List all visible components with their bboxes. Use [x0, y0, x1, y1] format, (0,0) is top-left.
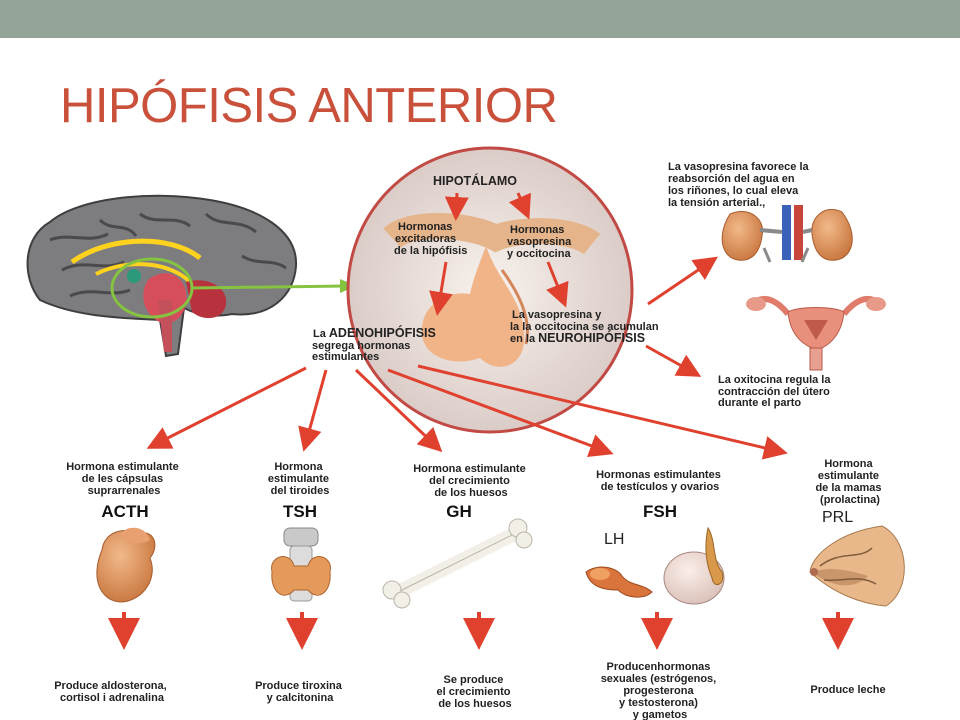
bone-icon [382, 518, 533, 609]
arrow-to-gh [354, 368, 443, 453]
target-gh: Hormona estimulante del crecimiento de l… [382, 463, 533, 710]
arrow-to-neuro [546, 261, 569, 308]
target-abbr: ACTH [101, 502, 148, 521]
target-tsh: Hormona estimulante del tiroides TSH Pro… [255, 461, 345, 704]
target-product: Produce tiroxina y calcitonina [255, 680, 345, 704]
target-caption: Hormona estimulante de la mamas (prolact… [815, 458, 884, 506]
target-acth: Hormona estimulante de les cápsulas supr… [54, 461, 182, 704]
target-abbr: GH [446, 502, 472, 521]
arrow-to-tsh [298, 369, 328, 452]
zoom-connector [191, 284, 347, 290]
gonads-icon [585, 526, 725, 605]
target-product: Produce aldosterona, cortisol i adrenali… [54, 680, 170, 704]
arrow-hypothalamus-right [508, 192, 531, 220]
top-bar [0, 0, 960, 38]
slide-title: HIPÓFISIS ANTERIOR [60, 79, 558, 133]
hypothalamus-label: HIPOTÁLAMO [433, 173, 517, 188]
arrow-to-uterus [645, 344, 702, 377]
uterus-icon [746, 296, 886, 371]
vasopressin-hormones-text: Hormonas vasopresina y occitocina [507, 224, 574, 260]
adrenal-icon [96, 527, 156, 603]
prl-label: PRL [822, 509, 853, 526]
arrow-hypothalamus-left [444, 192, 469, 221]
kidneys-icon [721, 205, 853, 263]
target-product: Produce leche [810, 684, 885, 696]
target-abbr: FSH [643, 502, 677, 521]
target-caption: Hormonas estimulantes de testículos y ov… [596, 469, 724, 493]
oxytocin-effect-text: La oxitocina regula la contracción del ú… [718, 374, 834, 409]
target-product: Producenhormonas sexuales (estrógenos, p… [601, 661, 720, 720]
thyroid-icon [271, 527, 331, 602]
target-product: Se produce el crecimiento de los huesos [436, 674, 513, 710]
vasopressin-effect-text: La vasopresina favorece la reabsorción d… [668, 161, 812, 209]
arrow-to-acth [146, 366, 307, 449]
brain-icon [26, 194, 298, 358]
arrow-to-fsh [387, 368, 614, 457]
lh-label: LH [604, 531, 624, 548]
excitatory-hormones-text: Hormonas excitadoras de la hipófisis [394, 221, 467, 257]
breast-icon [809, 525, 905, 607]
target-fsh: Hormonas estimulantes de testículos y ov… [585, 469, 725, 720]
arrow-to-prl [417, 364, 788, 460]
adenohypophysis-text: La ADENOHIPÓFISIS segrega hormonas estim… [312, 325, 439, 363]
pituitary-zoom-circle [346, 146, 634, 434]
target-caption: Hormona estimulante de les cápsulas supr… [66, 461, 182, 497]
target-abbr: TSH [283, 502, 317, 521]
arrow-to-kidneys [647, 256, 718, 306]
target-caption: Hormona estimulante del crecimiento de l… [413, 463, 529, 499]
arrow-to-adeno [429, 261, 453, 316]
neurohypophysis-text: La vasopresina y la la occitocina se acu… [510, 309, 662, 345]
target-prl: Hormona estimulante de la mamas (prolact… [809, 458, 905, 696]
target-caption: Hormona estimulante del tiroides [268, 461, 332, 497]
